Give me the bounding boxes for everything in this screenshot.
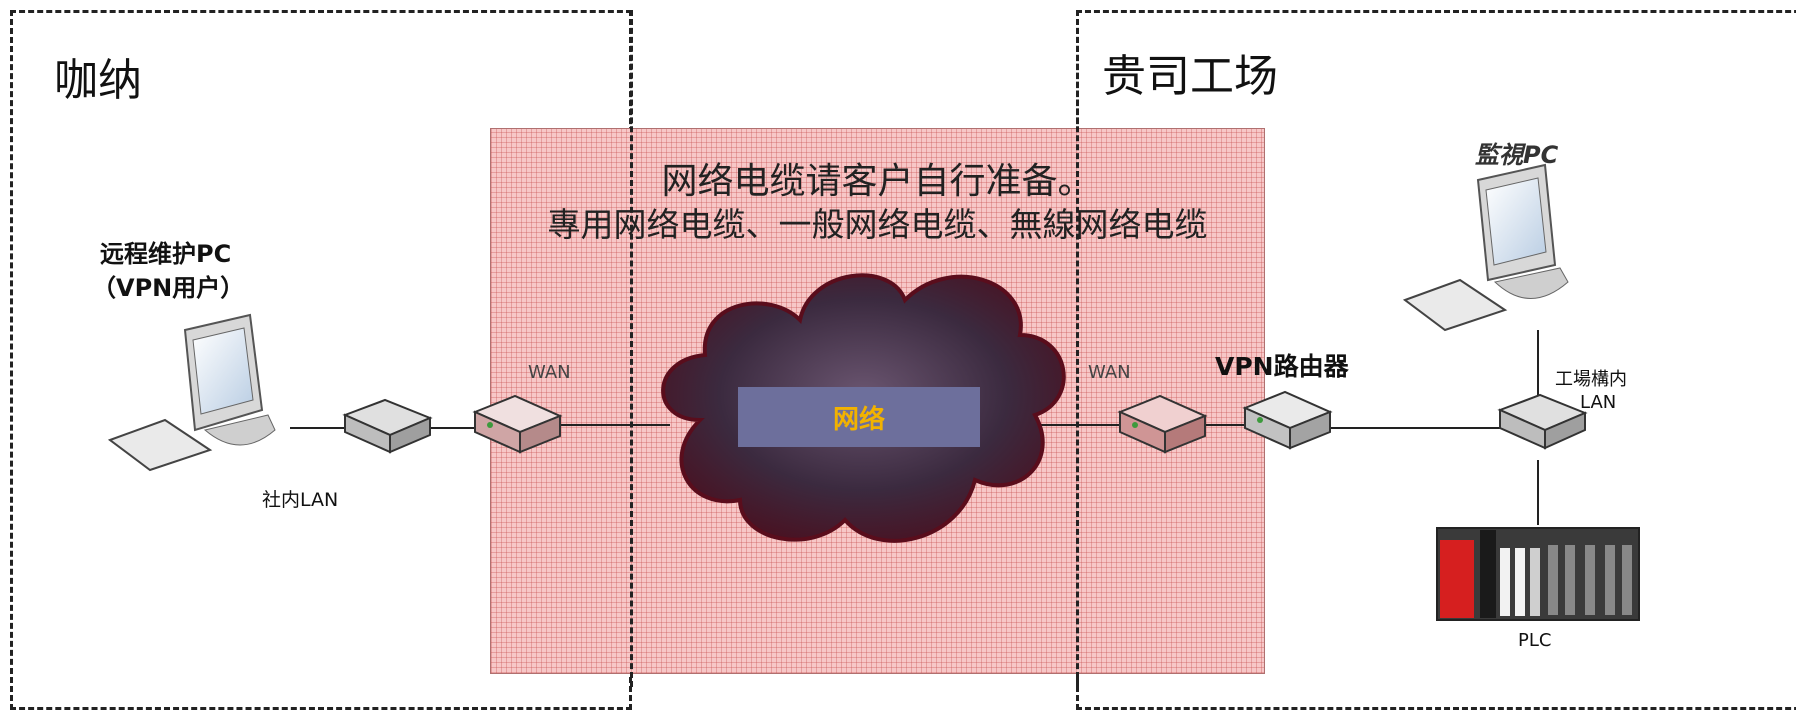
right-wan-label: WAN [1088,362,1131,383]
right-zone-divider [1076,10,1079,687]
factory-lan-sublabel: LAN [1580,392,1617,413]
notice-line-1: 网络电缆请客户自行准备。 [661,161,1094,202]
monitor-pc-label: 監視PC [1475,141,1559,169]
left-lan-switch-icon [342,398,433,454]
network-label: 网络 [832,404,885,435]
left-router-icon [472,394,563,454]
factory-lan-label: 工場構内 [1555,369,1627,390]
left-wan-label: WAN [528,362,571,383]
remote-pc-sublabel: （VPN用户） [92,274,245,302]
network-label-box: 网络 [738,387,980,447]
factory-lan-switch-icon [1497,393,1588,450]
office-lan-label: 社内LAN [262,489,339,511]
left-zone-title: 咖纳 [54,55,142,106]
notice-line-2: 專用网络电缆、一般网络电缆、無線网络电缆 [547,205,1208,244]
vpn-router-label: VPN路由器 [1215,352,1349,381]
right-zone-title: 贵司工场 [1102,51,1278,102]
monitor-pc-icon [1402,163,1569,332]
plc-label: PLC [1518,630,1552,651]
left-zone-divider [630,10,633,687]
remote-pc-label: 远程维护PC [100,240,232,268]
right-wan-router-icon [1117,394,1208,454]
vpn-router-icon [1242,390,1333,450]
connection-lines [290,330,1539,525]
remote-pc-icon [107,313,276,472]
network-diagram [107,163,1640,621]
plc-icon [1436,527,1640,621]
